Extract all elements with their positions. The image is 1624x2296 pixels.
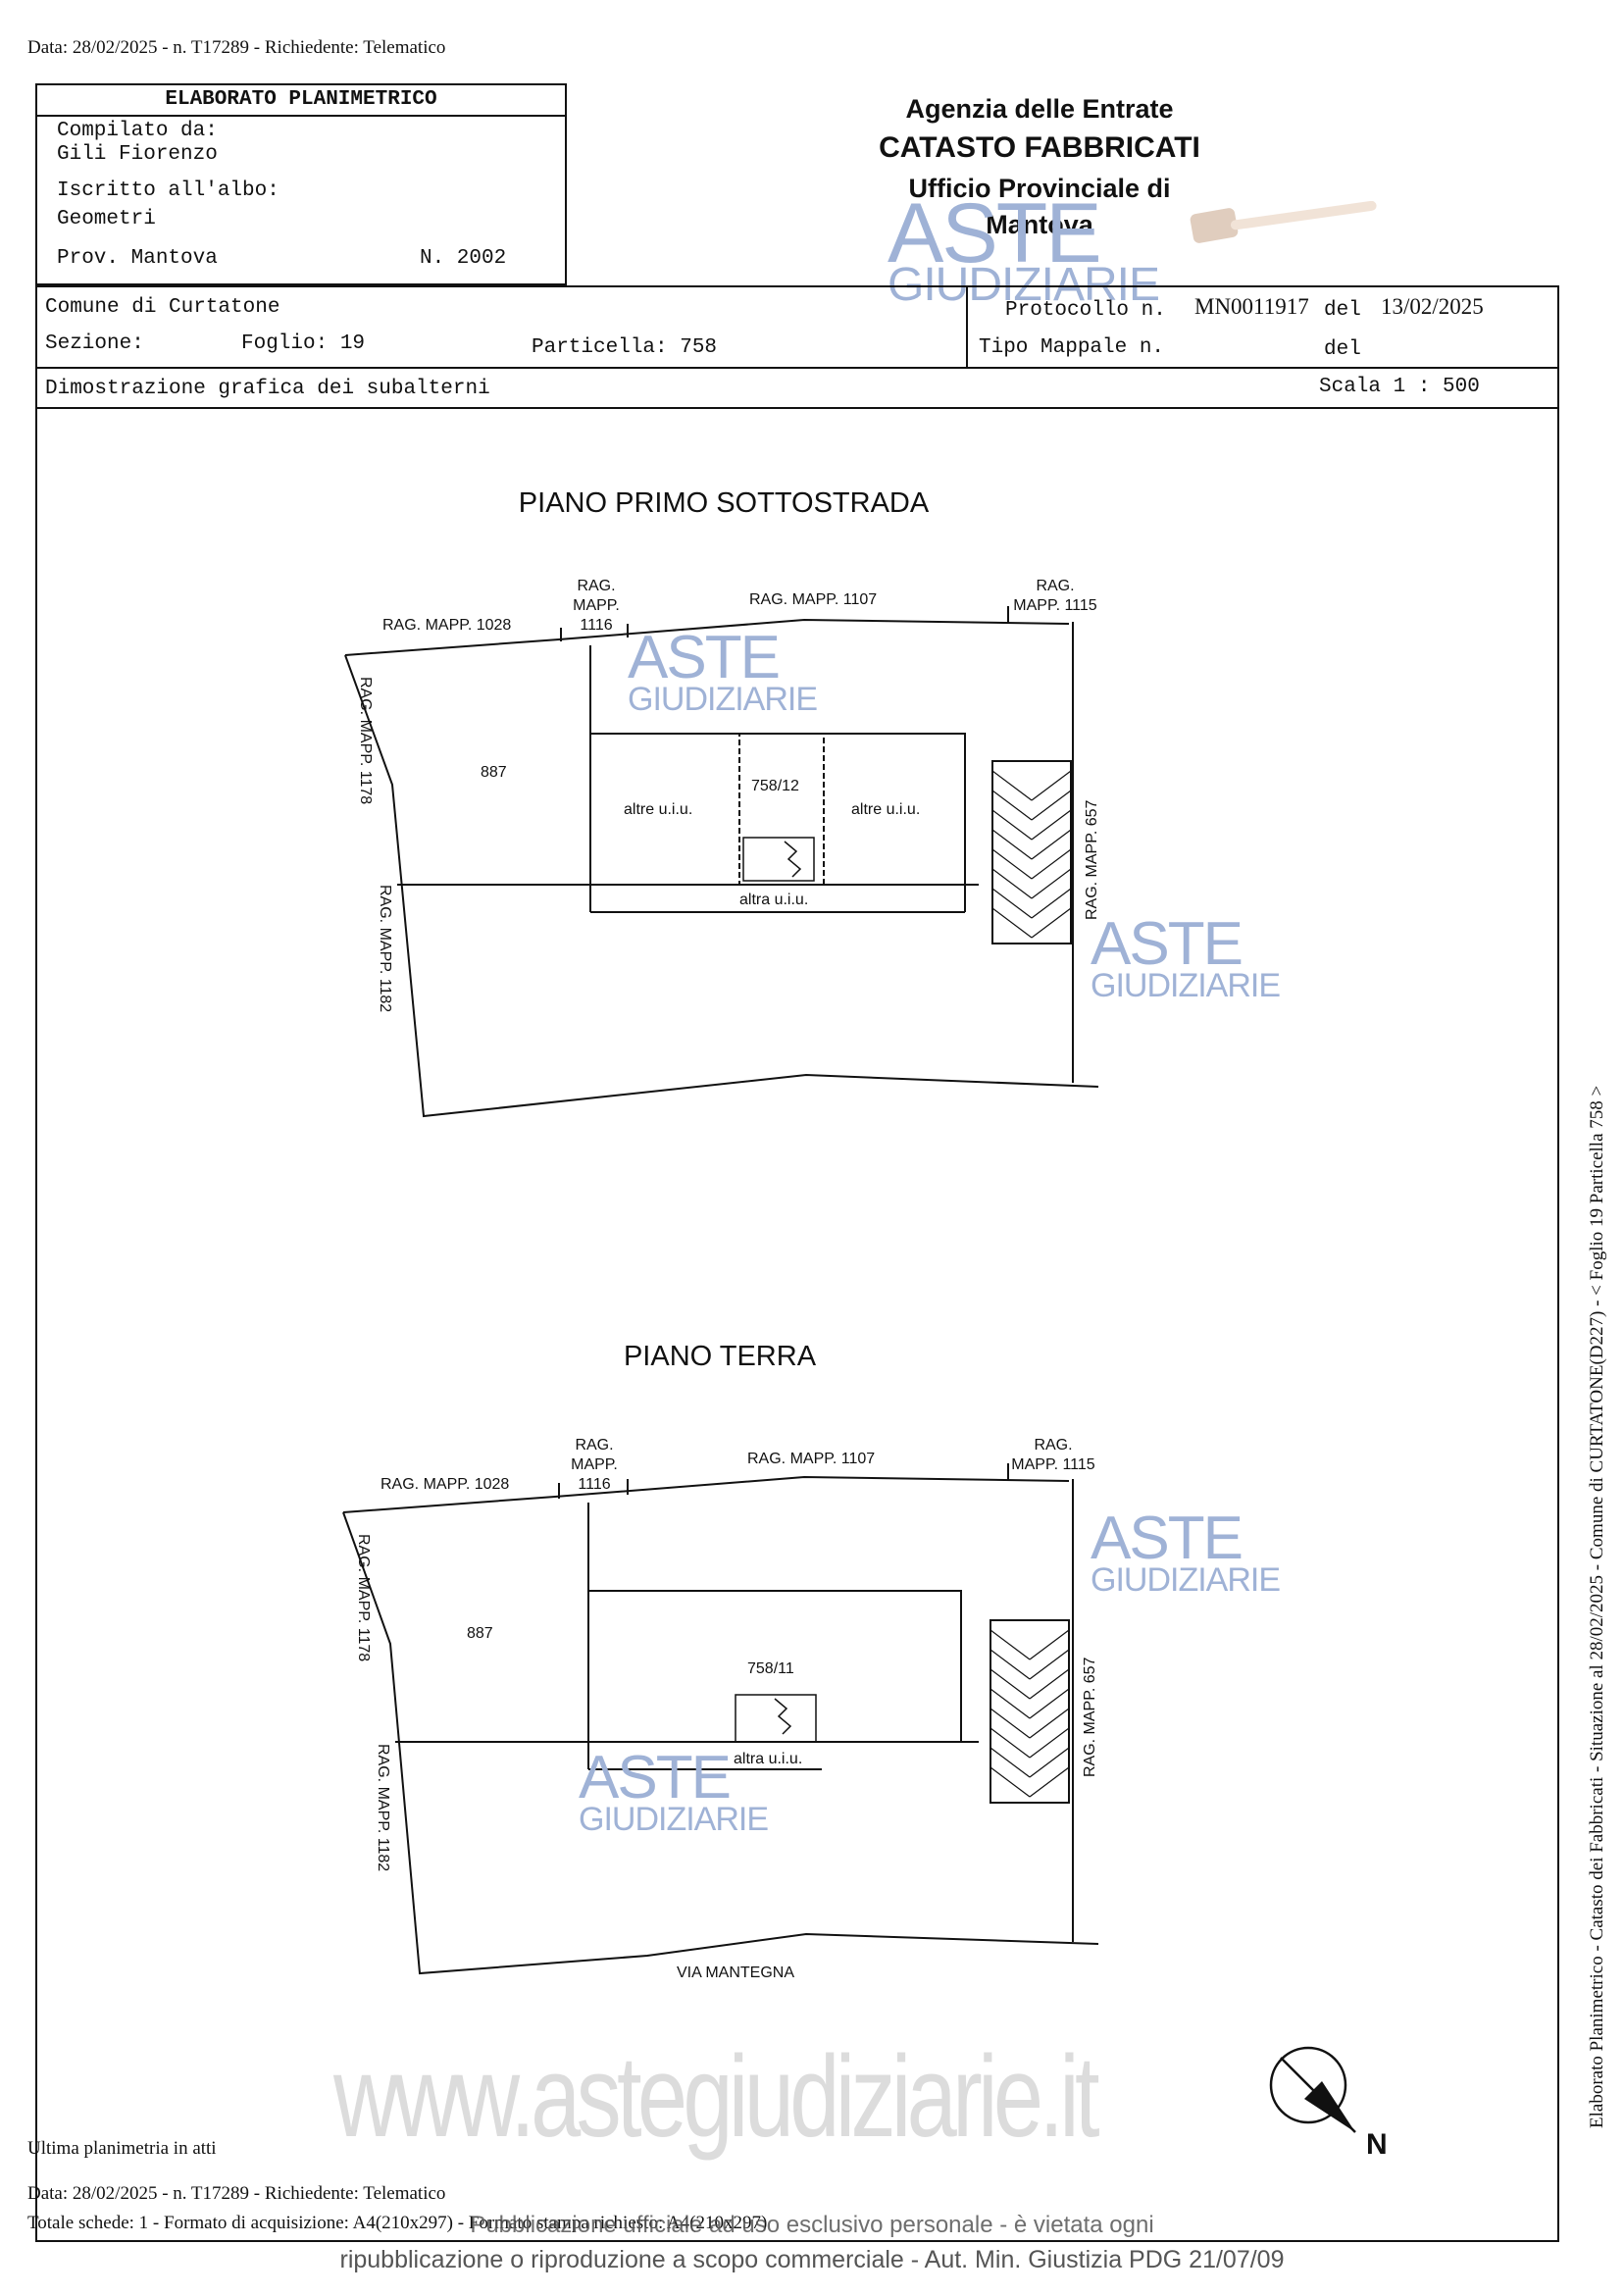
plan1-altre-left: altre u.i.u. xyxy=(624,801,692,818)
agency-city: Mantova xyxy=(986,210,1093,239)
agency-catasto: CATASTO FABBRICATI xyxy=(879,131,1200,164)
tipo-mappale-label: Tipo Mappale n. xyxy=(979,336,1165,359)
footer-ultima: Ultima planimetria in atti xyxy=(27,2138,217,2159)
compilato-label: Compilato da: xyxy=(57,120,218,142)
footer-publication-1: Pubblicazione ufficiale ad uso esclusivo… xyxy=(470,2212,1154,2238)
plan1-rag-1182: RAG. MAPP. 1182 xyxy=(377,885,393,1012)
plan2-rag-1116-b: MAPP. xyxy=(571,1456,618,1473)
footer-publication-2: ripubblicazione o riproduzione a scopo c… xyxy=(339,2246,1285,2273)
info-box xyxy=(35,83,567,285)
plan2-rag-657: RAG. MAPP. 657 xyxy=(1082,1657,1098,1777)
plan1-rag-1116-c: 1116 xyxy=(580,617,612,634)
prov-label: Prov. Mantova xyxy=(57,247,218,270)
particella-label: Particella: 758 xyxy=(532,336,718,359)
protocollo-value: MN0011917 xyxy=(1194,294,1309,319)
comune-label: Comune di Curtatone xyxy=(45,296,280,319)
watermark-plan2-b: ASTE GIUDIZIARIE xyxy=(579,1744,769,1838)
plan1-rag-1115-a: RAG. xyxy=(1036,578,1074,594)
plan2-street: VIA MANTEGNA xyxy=(677,1964,794,1981)
gavel-icon xyxy=(1190,201,1377,243)
plan1-rag-1028: RAG. MAPP. 1028 xyxy=(382,617,511,634)
plan1-rag-1178: RAG. MAPP. 1178 xyxy=(357,677,374,804)
dimostrazione-label: Dimostrazione grafica dei subalterni xyxy=(45,378,490,400)
iscritto-value: Geometri xyxy=(57,208,156,230)
plan2-rag-1028: RAG. MAPP. 1028 xyxy=(381,1476,509,1493)
iscritto-label: Iscritto all'albo: xyxy=(57,179,279,202)
watermark-plan1-b: ASTE GIUDIZIARIE xyxy=(1091,910,1281,1004)
sezione-label: Sezione: xyxy=(45,332,144,355)
plan2-rag-1178: RAG. MAPP. 1178 xyxy=(355,1534,372,1661)
watermark-plan1-a: ASTE GIUDIZIARIE xyxy=(628,624,818,718)
details-divider xyxy=(35,367,1559,369)
protocollo-date: 13/02/2025 xyxy=(1381,294,1484,319)
footer-data-line: Data: 28/02/2025 - n. T17289 - Richieden… xyxy=(27,2183,446,2204)
plan2-rag-1107: RAG. MAPP. 1107 xyxy=(747,1451,875,1467)
info-box-divider xyxy=(35,115,567,117)
plan2-rag-1115-a: RAG. xyxy=(1034,1437,1072,1454)
plan1-rag-1116-b: MAPP. xyxy=(573,597,620,614)
plan1-altre-right: altre u.i.u. xyxy=(851,801,920,818)
tipo-mappale-del: del xyxy=(1324,338,1361,361)
plan2-parcel-887: 887 xyxy=(467,1625,493,1642)
foglio-label: Foglio: 19 xyxy=(241,332,366,355)
plan1-altra: altra u.i.u. xyxy=(739,892,808,908)
agency-name: Agenzia delle Entrate xyxy=(905,94,1174,124)
plan2-altra: altra u.i.u. xyxy=(734,1751,802,1767)
agency-ufficio: Ufficio Provinciale di xyxy=(908,174,1171,203)
plan2-rag-1182: RAG. MAPP. 1182 xyxy=(375,1744,391,1871)
plan2-title: PIANO TERRA xyxy=(624,1341,817,1372)
plan1-rag-1116-a: RAG. xyxy=(577,578,615,594)
numero-label: N. 2002 xyxy=(420,247,507,270)
header-date-line: Data: 28/02/2025 - n. T17289 - Richieden… xyxy=(27,37,446,58)
plan2-rag-1116-a: RAG. xyxy=(575,1437,613,1454)
protocollo-label: Protocollo n. xyxy=(1005,299,1166,322)
scala-label: Scala 1 : 500 xyxy=(1319,376,1480,398)
plan1-rag-1115-b: MAPP. 1115 xyxy=(1013,597,1096,614)
north-label: N xyxy=(1366,2128,1388,2161)
plan1-sub-758-12: 758/12 xyxy=(751,778,799,794)
plan1-rag-657: RAG. MAPP. 657 xyxy=(1084,799,1100,920)
info-box-title: ELABORATO PLANIMETRICO xyxy=(165,88,437,111)
watermark-header: ASTE GIUDIZIARIE xyxy=(888,186,1160,311)
north-compass-icon xyxy=(1269,2046,1356,2133)
details-box xyxy=(35,285,1559,409)
plan1-title: PIANO PRIMO SOTTOSTRADA xyxy=(519,487,930,519)
drawing-frame xyxy=(35,409,1559,2242)
watermark-url: www.astegiudiziarie.it xyxy=(333,2032,1100,2162)
side-vertical-text: Elaborato Planimetrico - Catasto dei Fab… xyxy=(1587,1085,1607,2128)
plan1-rag-1107: RAG. MAPP. 1107 xyxy=(749,591,877,608)
plan2-rag-1116-c: 1116 xyxy=(578,1476,610,1493)
plan1-parcel-887: 887 xyxy=(481,764,507,781)
protocollo-del: del xyxy=(1324,299,1361,322)
details-vdivider xyxy=(966,285,968,367)
plan2-rag-1115-b: MAPP. 1115 xyxy=(1011,1456,1094,1473)
compilato-name: Gili Fiorenzo xyxy=(57,143,218,166)
watermark-plan2-a: ASTE GIUDIZIARIE xyxy=(1091,1505,1281,1599)
plan2-sub-758-11: 758/11 xyxy=(747,1660,794,1677)
footer-totale: Totale schede: 1 - Formato di acquisizio… xyxy=(27,2213,768,2233)
